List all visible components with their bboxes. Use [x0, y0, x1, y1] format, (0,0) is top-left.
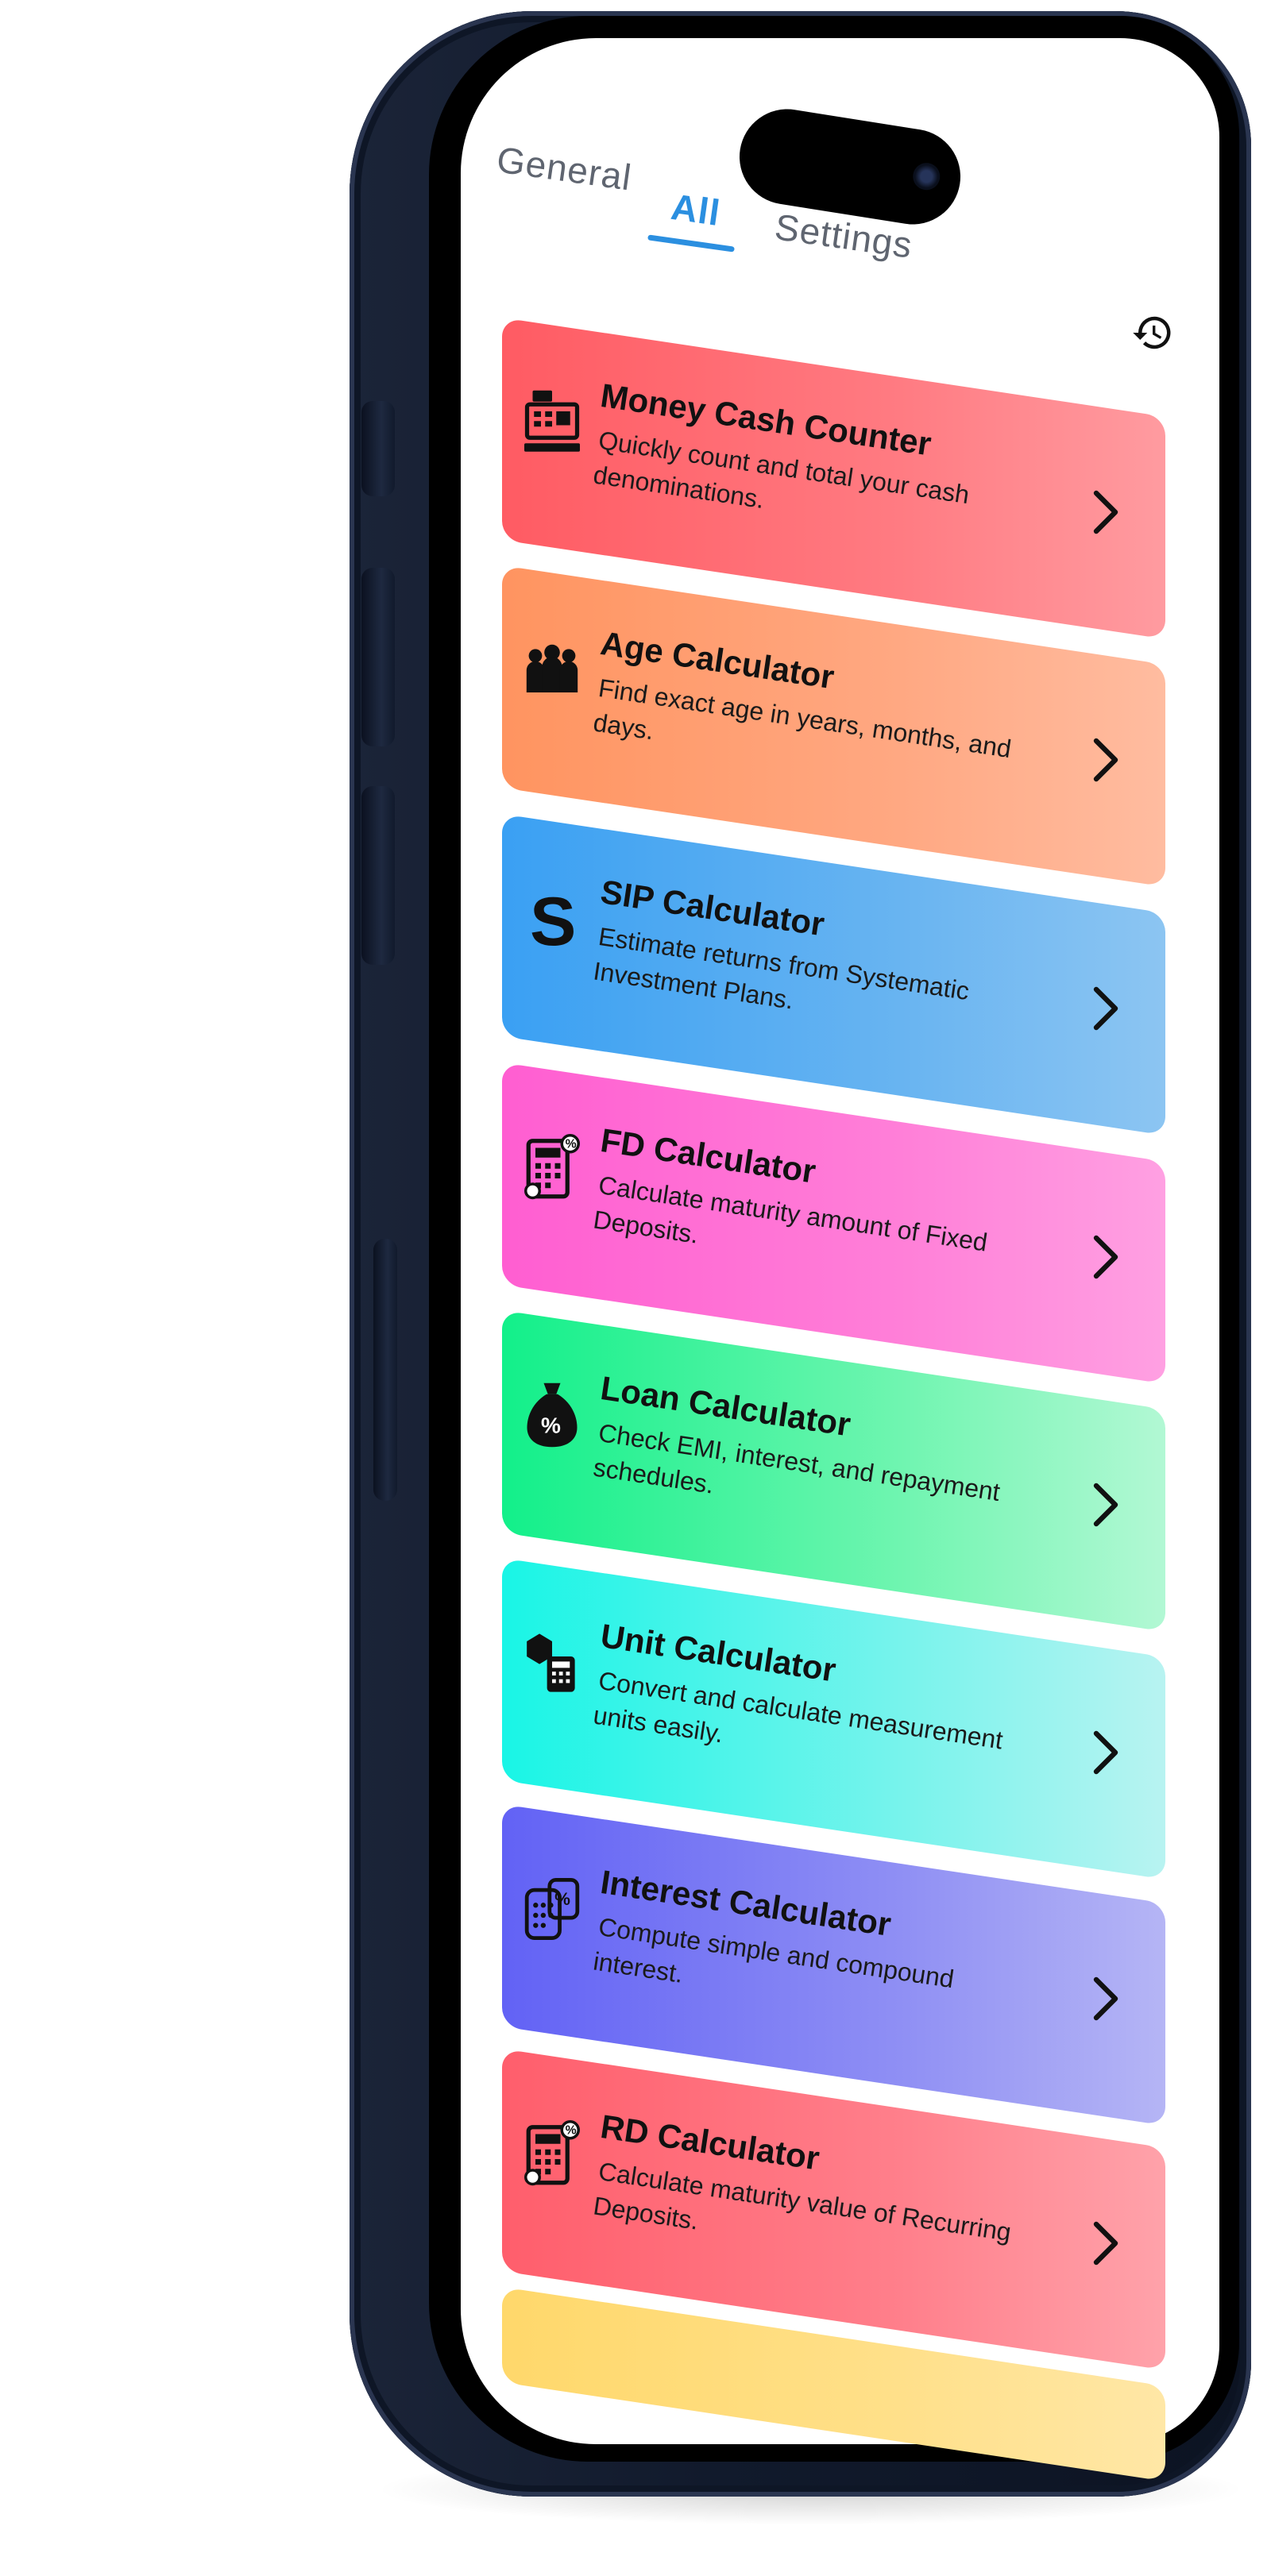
- chevron-right-icon: [1093, 986, 1118, 1031]
- card-chevron-button[interactable]: [1090, 1233, 1122, 1281]
- action-button: [361, 401, 395, 496]
- svg-text:%: %: [566, 1138, 577, 1151]
- card-chevron-button[interactable]: [1090, 736, 1122, 784]
- svg-text:S: S: [530, 884, 576, 954]
- sim-tray: [373, 1239, 397, 1501]
- svg-text:%: %: [566, 2124, 577, 2138]
- tab-bar: General All Settings: [494, 138, 1005, 282]
- card-chevron-button[interactable]: [1090, 2219, 1122, 2267]
- calculator-percent-icon: %: [524, 2119, 580, 2188]
- calculator-percent-icon: %: [524, 1132, 580, 1202]
- volume-up-button: [361, 568, 395, 746]
- chevron-right-icon: [1093, 1976, 1118, 2021]
- active-tab-indicator: [647, 234, 735, 253]
- dollar-sign-icon: S: [524, 882, 580, 960]
- chevron-right-icon: [1093, 738, 1118, 782]
- box-calculator-icon: [524, 1628, 580, 1698]
- card-chevron-button[interactable]: [1090, 1729, 1122, 1776]
- chevron-right-icon: [1093, 1483, 1118, 1527]
- tab-settings[interactable]: Settings: [772, 206, 915, 266]
- family-icon: [524, 635, 580, 705]
- card-chevron-button[interactable]: [1090, 488, 1122, 536]
- history-button[interactable]: [1131, 311, 1174, 354]
- svg-text:%: %: [554, 1889, 570, 1909]
- card-description: Calculate maturity amount of Fixed Depos…: [591, 1170, 990, 1257]
- volume-down-button: [361, 786, 395, 965]
- tab-all[interactable]: All: [668, 185, 724, 234]
- chevron-right-icon: [1093, 490, 1118, 534]
- history-icon: [1133, 316, 1171, 349]
- cash-register-icon: [524, 388, 580, 457]
- card-chevron-button[interactable]: [1090, 1975, 1122, 2023]
- interest-calculator-icon: %: [524, 1874, 580, 1944]
- chevron-right-icon: [1093, 1730, 1118, 1775]
- svg-text:%: %: [541, 1413, 561, 1438]
- chevron-right-icon: [1093, 1235, 1118, 1279]
- money-bag-percent-icon: %: [524, 1380, 580, 1450]
- card-chevron-button[interactable]: [1090, 985, 1122, 1032]
- chevron-right-icon: [1093, 2221, 1118, 2266]
- card-chevron-button[interactable]: [1090, 1481, 1122, 1529]
- tab-general[interactable]: General: [494, 138, 635, 199]
